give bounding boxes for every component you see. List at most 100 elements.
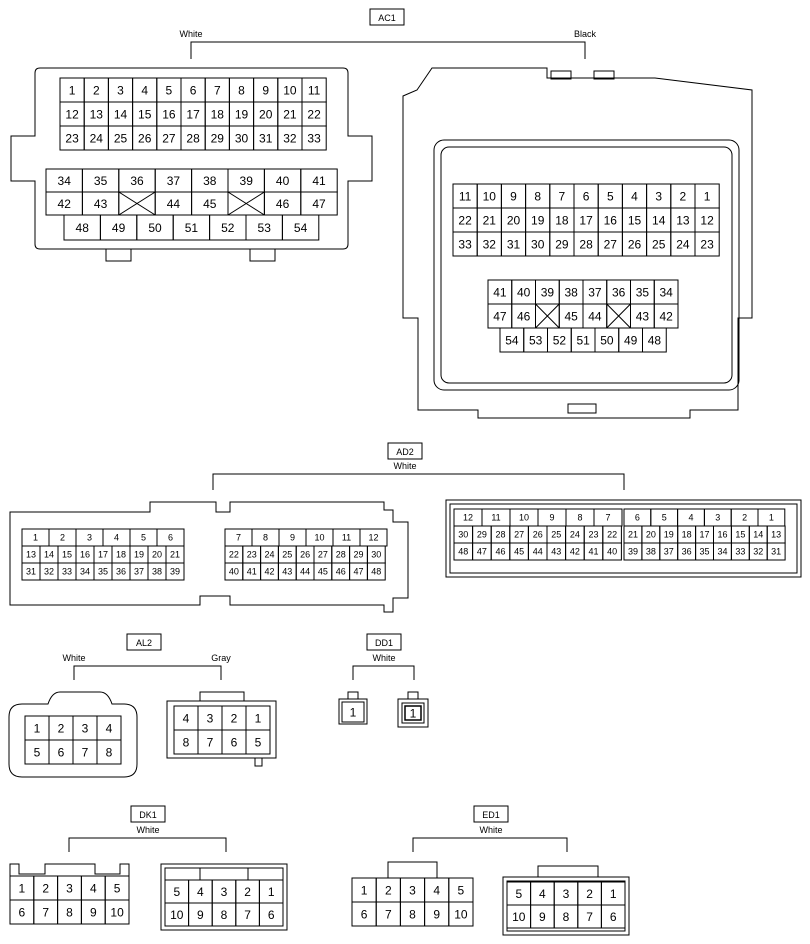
pin-cell (602, 542, 622, 561)
pin-number: 31 (26, 567, 36, 577)
pin-number: 18 (211, 107, 225, 121)
pin-number: 9 (510, 189, 517, 203)
pin-number: 1 (410, 706, 417, 720)
pin-number: 17 (579, 213, 593, 227)
pin-number: 41 (247, 567, 257, 577)
dd1-b-pins: 1 (401, 702, 425, 724)
pin-number: 20 (646, 530, 656, 540)
pin-number: 3 (117, 83, 124, 97)
pin-number: 8 (563, 910, 570, 924)
pin-number: 21 (483, 213, 497, 227)
pin-number: 43 (551, 547, 561, 557)
pin-cell (401, 702, 425, 724)
pin-number: 49 (624, 333, 638, 347)
pin-number: 3 (87, 533, 92, 543)
pin-cell (245, 729, 271, 755)
pin-number: 45 (203, 197, 217, 211)
al2-bracket (73, 665, 222, 680)
ed1-b-housing (502, 876, 630, 936)
pin-number: 24 (676, 237, 690, 251)
pin-number: 9 (549, 513, 554, 523)
ac1-white-label: White (179, 29, 202, 39)
pin-number: 54 (505, 333, 519, 347)
pin-number: 49 (112, 221, 126, 235)
pin-number: 10 (483, 189, 497, 203)
pin-number: 23 (247, 550, 257, 560)
pin-number: 21 (170, 550, 180, 560)
pin-number: 17 (186, 107, 200, 121)
pin-number: 10 (512, 910, 526, 924)
pin-number: 48 (76, 221, 90, 235)
pin-number: 2 (60, 533, 65, 543)
pin-number: 7 (586, 910, 593, 924)
pin-number: 39 (170, 567, 180, 577)
pin-number: 5 (166, 83, 173, 97)
pin-number: 5 (173, 885, 180, 899)
pin-number: 12 (65, 107, 79, 121)
pin-number: 43 (282, 567, 292, 577)
pin-number: 7 (82, 745, 89, 759)
pin-number: 1 (350, 705, 357, 719)
pin-number: 27 (514, 530, 524, 540)
pin-number: 42 (264, 567, 274, 577)
pin-number: 3 (563, 887, 570, 901)
dd1-bracket (352, 665, 415, 680)
pin-number: 47 (312, 197, 326, 211)
pin-number: 31 (771, 547, 781, 557)
pin-number: 13 (771, 530, 781, 540)
pin-number: 42 (570, 547, 580, 557)
pin-number: 19 (235, 107, 249, 121)
pin-number: 46 (336, 567, 346, 577)
pin-number: 8 (534, 189, 541, 203)
pin-number: 23 (65, 131, 79, 145)
pin-number: 1 (69, 83, 76, 97)
pin-number: 7 (214, 83, 221, 97)
pin-number: 33 (458, 237, 472, 251)
pin-number: 50 (600, 333, 614, 347)
pin-number: 21 (283, 107, 297, 121)
pin-number: 13 (26, 550, 36, 560)
pin-cell (301, 125, 327, 151)
pin-number: 42 (659, 309, 673, 323)
ac1-white-housing (10, 67, 373, 250)
pin-number: 5 (34, 745, 41, 759)
pin-number: 31 (259, 131, 273, 145)
pin-number: 39 (240, 174, 254, 188)
ed1-title: ED1 (482, 810, 500, 820)
pin-number: 27 (318, 550, 328, 560)
pin-number: 23 (588, 530, 598, 540)
dk1-title: DK1 (139, 810, 157, 820)
pin-number: 9 (197, 908, 204, 922)
ac1-black-latch (567, 403, 597, 414)
pin-cell (165, 562, 185, 581)
pin-number: 41 (312, 174, 326, 188)
pin-number: 1 (33, 533, 38, 543)
pin-number: 4 (688, 513, 693, 523)
blank-pin-cross (118, 191, 156, 216)
pin-number: 40 (517, 285, 531, 299)
pin-number: 22 (307, 107, 321, 121)
pin-number: 2 (231, 711, 238, 725)
pin-number: 11 (491, 513, 500, 523)
pin-number: 2 (680, 189, 687, 203)
pin-number: 15 (628, 213, 642, 227)
ac1-white-latch-left (105, 248, 132, 262)
pin-number: 39 (628, 547, 638, 557)
ac1-title-box (369, 8, 405, 26)
pin-number: 8 (409, 907, 416, 921)
pin-number: 30 (458, 530, 468, 540)
pin-number: 5 (662, 513, 667, 523)
pin-number: 38 (564, 285, 578, 299)
pin-number: 4 (539, 887, 546, 901)
pin-number: 4 (197, 885, 204, 899)
pin-number: 1 (704, 189, 711, 203)
pin-number: 37 (664, 547, 674, 557)
pin-number: 5 (141, 533, 146, 543)
pin-number: 44 (300, 567, 310, 577)
pin-cell (600, 904, 626, 929)
pin-number: 5 (458, 883, 465, 897)
